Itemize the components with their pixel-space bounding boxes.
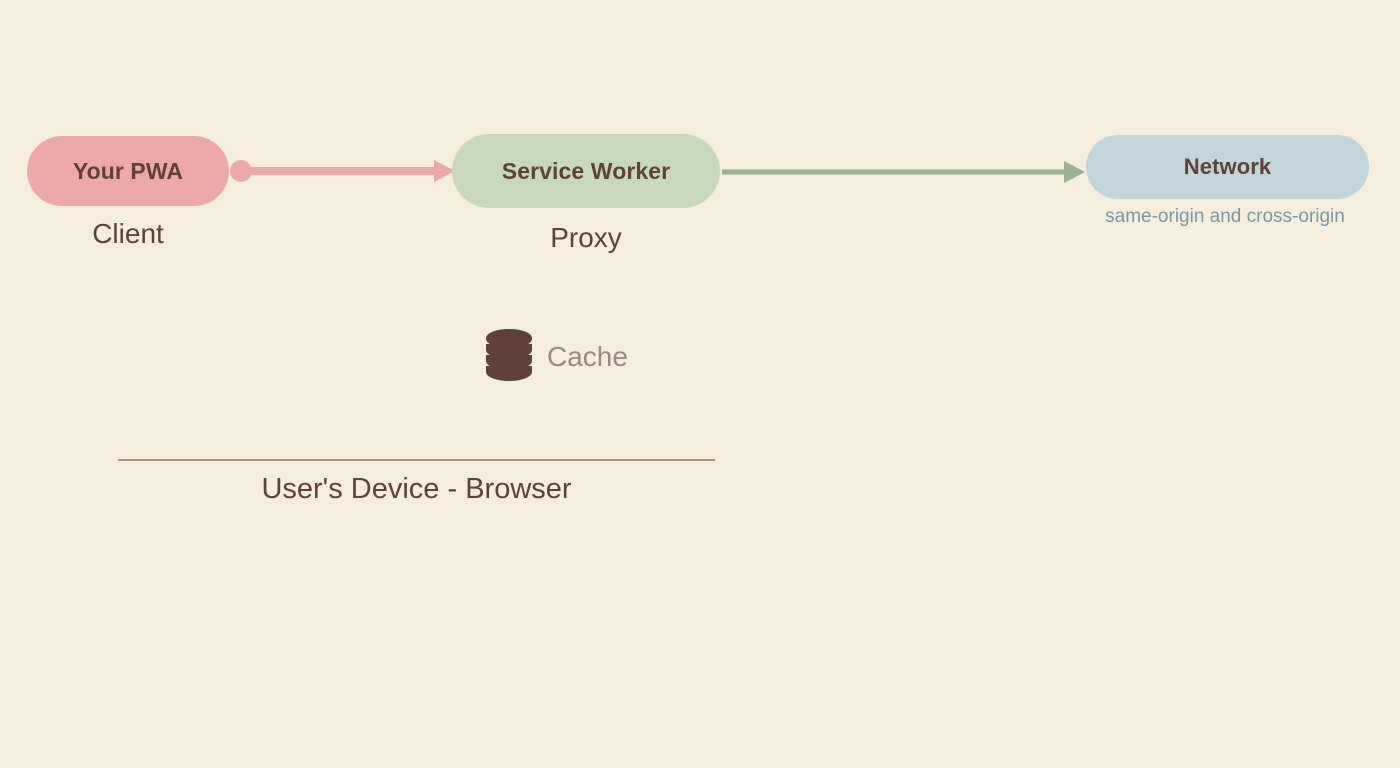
- node-network[interactable]: Network: [1086, 135, 1369, 199]
- cache-label: Cache: [547, 341, 628, 372]
- connector-pwa-to-service-worker: [230, 160, 455, 182]
- connector-start-dot-icon: [230, 160, 252, 182]
- node-caption-network-origins: same-origin and cross-origin: [1105, 206, 1345, 227]
- database-cylinder-icon: [486, 329, 532, 381]
- node-your-pwa[interactable]: Your PWA: [27, 136, 229, 206]
- device-boundary-label: User's Device - Browser: [261, 473, 572, 505]
- node-caption-client: Client: [92, 218, 164, 249]
- device-boundary-line: [118, 459, 715, 461]
- connector-service-worker-to-network: [722, 161, 1085, 183]
- cache-group: Cache: [485, 328, 628, 386]
- node-service-worker[interactable]: Service Worker: [452, 134, 720, 208]
- node-caption-proxy: Proxy: [550, 222, 622, 253]
- arrowhead-green-icon: [1064, 161, 1085, 183]
